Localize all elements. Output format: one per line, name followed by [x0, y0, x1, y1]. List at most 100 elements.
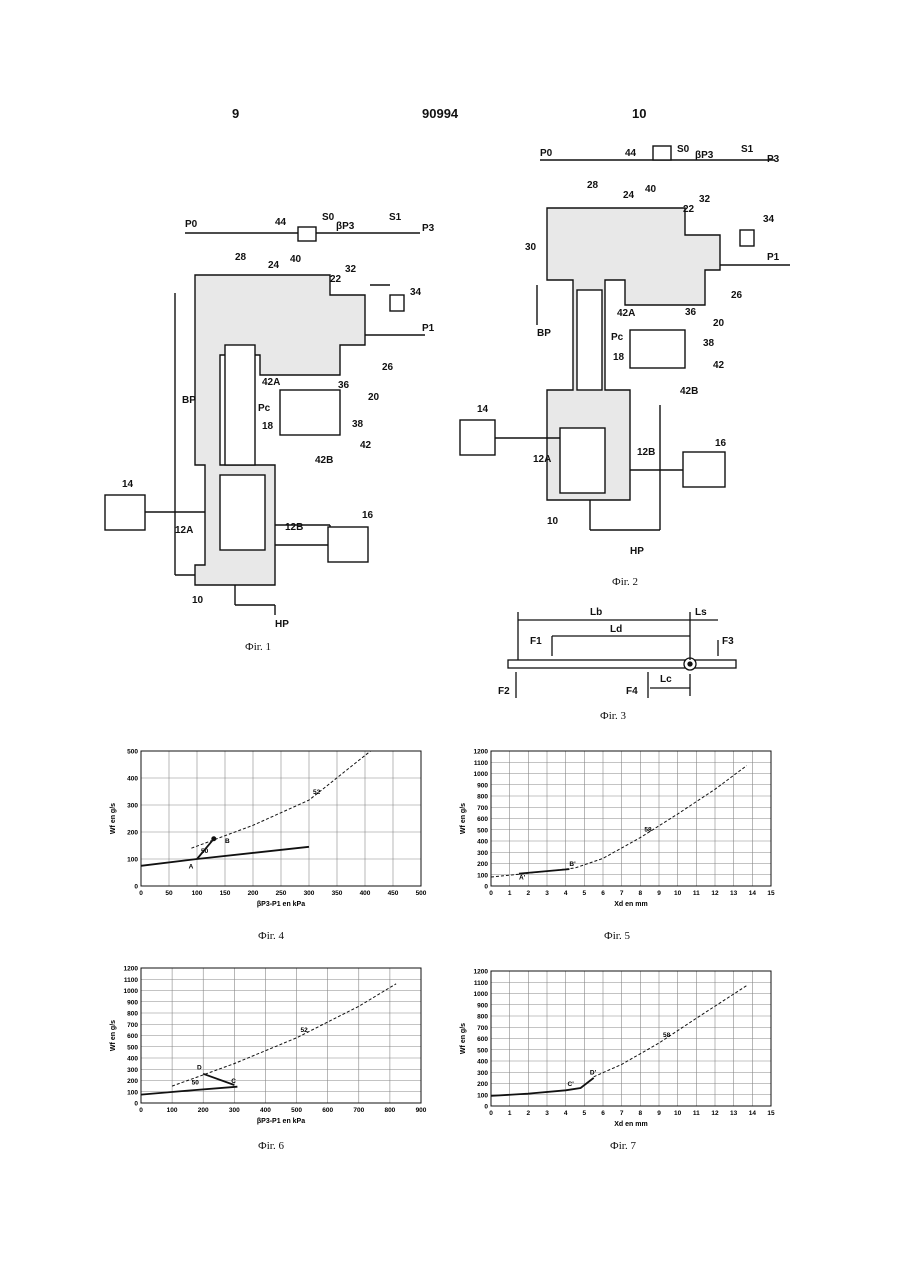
x-tick-label: 500	[416, 890, 427, 897]
x-tick-label: 5	[583, 1110, 587, 1117]
x-tick-label: 0	[489, 890, 493, 897]
x-tick-label: 12	[711, 1110, 719, 1117]
y-tick-label: 1100	[124, 977, 138, 984]
fig1-label: 40	[290, 254, 302, 265]
y-tick-label: 1000	[474, 771, 489, 778]
figure-1-caption: Фіг. 1	[245, 641, 271, 653]
fig2-label: 38	[703, 338, 715, 349]
fig1-label: 28	[235, 252, 247, 263]
x-tick-label: 10	[674, 1110, 682, 1117]
y-tick-label: 900	[477, 782, 488, 789]
y-tick-label: 300	[127, 1067, 138, 1074]
figure-3-caption: Фіг. 3	[600, 710, 626, 722]
fig2-label: 20	[713, 318, 725, 329]
fig1-label: 42B	[315, 455, 333, 466]
fig2-label: 34	[763, 214, 775, 225]
x-tick-label: 1	[508, 1110, 512, 1117]
x-tick-label: 7	[620, 1110, 624, 1117]
fig3-label-f1: F1	[530, 636, 542, 647]
series-line	[141, 1087, 237, 1095]
fig2-label: 32	[699, 194, 711, 205]
x-tick-label: 400	[260, 1107, 271, 1114]
y-tick-label: 300	[127, 803, 138, 810]
series-line	[203, 1074, 234, 1085]
y-tick-label: 600	[477, 816, 488, 823]
y-tick-label: 300	[477, 1070, 488, 1077]
fig1-label: 10	[192, 595, 204, 606]
fig3-label-f2: F2	[498, 686, 510, 697]
fig2-label: 42B	[680, 386, 698, 397]
y-tick-label: 700	[477, 1025, 488, 1032]
x-tick-label: 100	[167, 1107, 178, 1114]
y-tick-label: 800	[127, 1011, 138, 1018]
y-tick-label: 1000	[474, 991, 489, 998]
y-tick-label: 700	[127, 1022, 138, 1029]
x-tick-label: 3	[545, 1110, 549, 1117]
fig2-label: 40	[645, 184, 657, 195]
x-tick-label: 500	[291, 1107, 302, 1114]
point-annotation: B	[225, 838, 230, 845]
arrow-head	[211, 836, 216, 841]
figure-2-diagram: P0 44 S0 βP3 S1 P3 28 24 40 22 32 34 P1 …	[455, 140, 795, 570]
series-line	[172, 984, 396, 1086]
fig2-label: P3	[767, 154, 780, 165]
fig1-label: S0	[322, 212, 335, 223]
y-tick-label: 1100	[474, 980, 488, 987]
x-axis-label: Xd en mm	[614, 1121, 647, 1128]
x-tick-label: 13	[730, 1110, 738, 1117]
x-tick-label: 700	[353, 1107, 364, 1114]
x-tick-label: 11	[693, 890, 700, 897]
fig1-label: S1	[389, 212, 402, 223]
x-tick-label: 7	[620, 890, 624, 897]
fig1-label: P3	[422, 223, 435, 234]
x-tick-label: 100	[192, 890, 203, 897]
y-tick-label: 700	[477, 805, 488, 812]
y-tick-label: 1200	[474, 969, 489, 976]
fig1-label: BP	[182, 395, 196, 406]
fig2-label: P0	[540, 148, 553, 159]
x-tick-label: 400	[360, 890, 371, 897]
fig2-label: 44	[625, 148, 637, 159]
figure-1-diagram: P0 44 S0 βP3 S1 P3 28 24 40 22 32 34 P1 …	[100, 205, 440, 635]
y-tick-label: 200	[477, 861, 488, 868]
fig1-label: 20	[368, 392, 380, 403]
fig2-label: P1	[767, 252, 780, 263]
x-tick-label: 3	[545, 890, 549, 897]
x-tick-label: 200	[248, 890, 259, 897]
y-tick-label: 300	[477, 850, 488, 857]
x-axis-label: βP3-P1 en kPa	[257, 901, 305, 908]
fig1-label: 24	[268, 260, 280, 271]
y-tick-label: 100	[477, 1092, 488, 1099]
y-tick-label: 1200	[124, 966, 139, 973]
fig1-label: 18	[262, 421, 274, 432]
y-tick-label: 1000	[124, 988, 139, 995]
y-tick-label: 0	[484, 884, 488, 891]
x-tick-label: 6	[601, 890, 605, 897]
x-tick-label: 9	[657, 1110, 661, 1117]
y-axis-label: Wf en g/s	[110, 1020, 117, 1051]
y-tick-label: 900	[127, 999, 138, 1006]
x-tick-label: 14	[749, 890, 757, 897]
fig1-label: βP3	[336, 221, 355, 232]
fig2-label: 24	[623, 190, 635, 201]
x-tick-label: 450	[388, 890, 399, 897]
fig1-label: 32	[345, 264, 357, 275]
fig1-label: 22	[330, 274, 342, 285]
fig2-label: HP	[630, 546, 644, 557]
x-tick-label: 2	[527, 1110, 531, 1117]
fig2-label: 12B	[637, 447, 655, 458]
fig2-label: 10	[547, 516, 559, 527]
x-tick-label: 900	[416, 1107, 427, 1114]
x-tick-label: 8	[639, 1110, 643, 1117]
y-tick-label: 0	[134, 1101, 138, 1108]
x-tick-label: 4	[564, 890, 568, 897]
fig1-label: 14	[122, 479, 134, 490]
x-tick-label: 300	[229, 1107, 240, 1114]
figure-7-caption: Фіг. 7	[610, 1140, 636, 1152]
page-number-right: 10	[632, 106, 646, 121]
y-tick-label: 500	[127, 749, 138, 756]
y-tick-label: 900	[477, 1002, 488, 1009]
x-tick-label: 2	[527, 890, 531, 897]
fig1-label: 12A	[175, 525, 193, 536]
y-tick-label: 800	[477, 794, 488, 801]
